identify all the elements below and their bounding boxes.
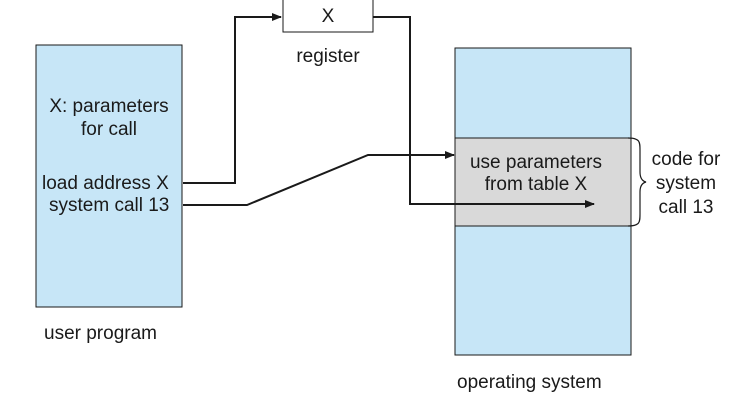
parameters-label-cont: for call (81, 119, 137, 140)
register-box (282, 0, 374, 33)
brace-note-line2: system (655, 173, 717, 194)
use-parameters-label: use parameters (469, 152, 602, 173)
register-caption: register (296, 46, 360, 67)
system-call-instruction: system call 13 (49, 195, 170, 216)
from-table-label: from table X (484, 174, 588, 195)
code-segment-brace (627, 137, 647, 227)
load-address-arrow (183, 13, 282, 184)
operating-system-caption: operating system (457, 372, 602, 393)
brace-note-line3: call 13 (658, 197, 714, 218)
register-value: X (321, 6, 335, 27)
system-call-code-segment (454, 137, 632, 227)
system-call-arrow (183, 151, 455, 206)
brace-note-line1: code for (651, 149, 721, 170)
parameters-label: X: parameters (49, 96, 169, 117)
user-program-box (35, 44, 183, 308)
user-program-caption: user program (44, 323, 157, 344)
load-address-instruction: load address X (42, 173, 169, 194)
register-to-table-arrow (373, 16, 595, 208)
